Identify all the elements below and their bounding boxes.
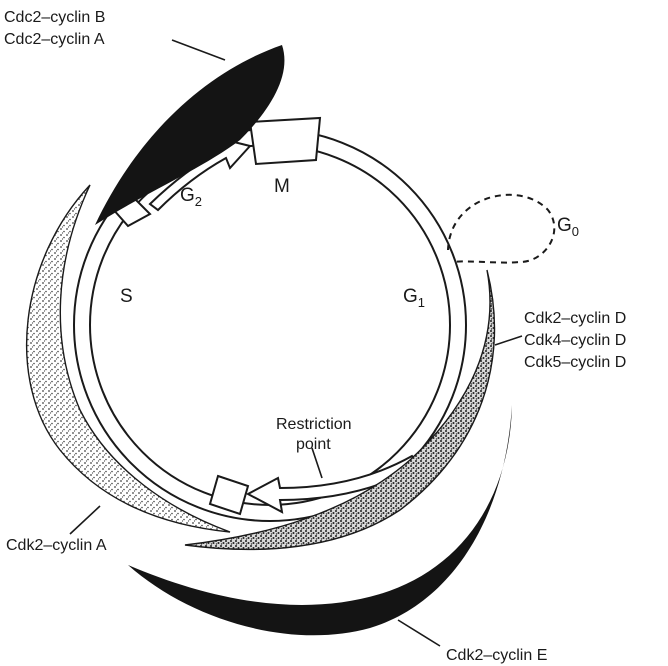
restriction-label-line1: Restriction [276,416,352,433]
label-cdk2-cyclin-d: Cdk2–cyclin D [524,310,626,327]
phase-g1-main: G [403,286,418,307]
restriction-label-line2: point [296,436,331,453]
label-cdk2-cyclin-a: Cdk2–cyclin A [6,537,107,554]
cdk2a-pointer [70,506,100,534]
phase-m-label: M [274,176,290,197]
phase-s-label: S [120,286,133,307]
phase-g1-label: G1 [403,286,425,310]
label-cdk2-cyclin-e: Cdk2–cyclin E [446,647,547,664]
label-cdk5-cyclin-d: Cdk5–cyclin D [524,354,626,371]
label-cdc2-cyclin-b: Cdc2–cyclin B [4,9,105,26]
phase-g0-sub: 0 [572,224,579,239]
cdk2a-crescent [27,185,230,532]
phase-g2-main: G [180,185,195,206]
g0-loop [448,195,554,263]
phase-g0-main: G [557,215,572,236]
cdkd-pointer [495,336,522,345]
phase-g1-sub: 1 [418,295,425,310]
phase-g2-sub: 2 [195,194,202,209]
m-phase-box [250,118,320,164]
cycle-inner-ring [90,145,450,505]
s-phase-lower-box [210,476,248,514]
cdc2-pointer [172,40,225,60]
phase-g0-label: G0 [557,215,579,239]
phase-g2-label: G2 [180,185,202,209]
cdk2e-pointer [398,620,440,646]
label-cdc2-cyclin-a: Cdc2–cyclin A [4,31,105,48]
label-cdk4-cyclin-d: Cdk4–cyclin D [524,332,626,349]
